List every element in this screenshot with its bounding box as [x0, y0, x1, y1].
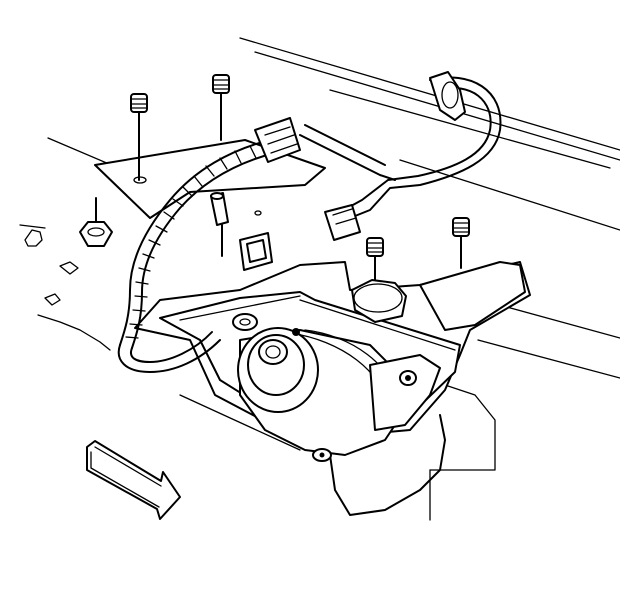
wiring-harness — [117, 76, 502, 373]
direction-arrow-icon — [86, 440, 181, 520]
mounting-nut — [79, 197, 113, 247]
air-compressor-motor — [232, 279, 441, 462]
loom-ribs — [125, 145, 257, 339]
mounting-bolt — [130, 74, 470, 291]
electrical-connector — [239, 71, 466, 271]
